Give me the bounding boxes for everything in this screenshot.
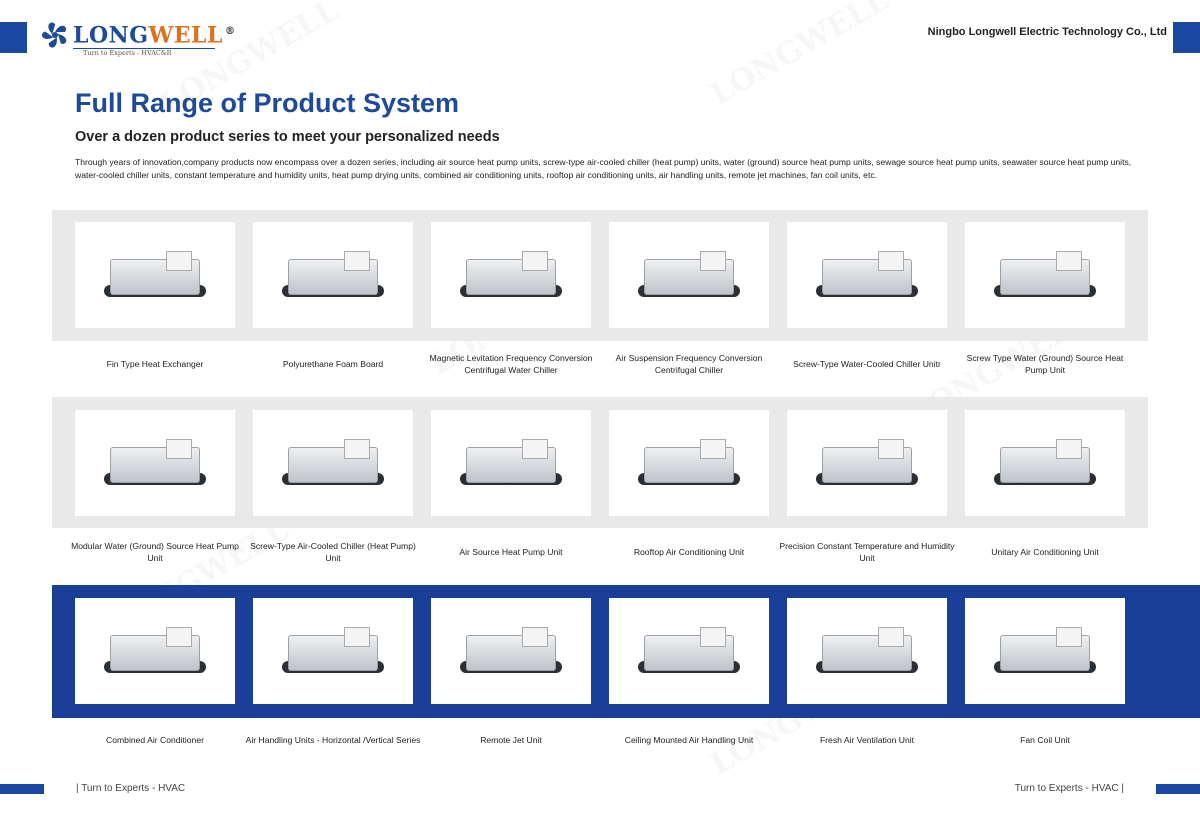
product-image <box>253 410 413 516</box>
product-image <box>75 598 235 704</box>
product-image <box>431 410 591 516</box>
product-illustration <box>278 433 388 493</box>
product-illustration <box>100 621 210 681</box>
product-label: Fin Type Heat Exchanger <box>106 359 204 369</box>
page-subtitle: Over a dozen product series to meet your… <box>75 129 500 145</box>
product-image <box>609 222 769 328</box>
product-image <box>965 222 1125 328</box>
product-image <box>75 410 235 516</box>
product-illustration <box>990 245 1100 305</box>
product-image <box>431 222 591 328</box>
product-illustration <box>456 621 566 681</box>
intro-paragraph: Through years of innovation,company prod… <box>75 157 1132 180</box>
product-label: Screw Type Water (Ground) Source Heat Pu… <box>966 353 1124 375</box>
product-image <box>787 222 947 328</box>
logo-tagline: Turn to Experts - HVAC&R <box>73 48 215 57</box>
product-illustration <box>990 433 1100 493</box>
product-label: Fresh Air Ventilation Unit <box>819 735 915 745</box>
fan-logo-icon <box>42 22 67 48</box>
footer-left: | Turn to Experts - HVAC <box>76 783 186 794</box>
corner-accent-left <box>0 22 27 53</box>
product-illustration <box>634 245 744 305</box>
logo: LONGWELL® Turn to Experts - HVAC&R <box>40 20 235 57</box>
product-image <box>609 410 769 516</box>
product-label: Unitary Air Conditioning Unit <box>991 547 1099 557</box>
product-illustration <box>456 245 566 305</box>
product-image <box>965 598 1125 704</box>
corner-accent-right <box>1173 22 1200 53</box>
product-label: Remote Jet Unit <box>480 735 542 745</box>
product-label: Fan Coil Unit <box>1020 735 1070 745</box>
watermark: LONGWELL <box>705 0 895 112</box>
logo-text: WELL <box>148 22 223 49</box>
product-image <box>253 222 413 328</box>
product-image <box>75 222 235 328</box>
product-illustration <box>100 433 210 493</box>
registered-mark: ® <box>224 26 236 37</box>
product-illustration <box>812 621 922 681</box>
product-label: Air Handling Units - Horizontal /Vertica… <box>245 735 421 745</box>
product-image <box>253 598 413 704</box>
product-image <box>787 410 947 516</box>
product-label: Polyurethane Foam Board <box>282 359 384 369</box>
product-image <box>609 598 769 704</box>
product-label: Air Suspension Frequency Conversion Cent… <box>615 353 763 375</box>
product-image <box>787 598 947 704</box>
product-image <box>965 410 1125 516</box>
product-illustration <box>990 621 1100 681</box>
product-label: Precision Constant Temperature and Humid… <box>779 541 955 563</box>
product-label: Modular Water (Ground) Source Heat Pump … <box>71 541 239 563</box>
footer-accent-left <box>0 784 44 794</box>
footer-right: Turn to Experts - HVAC | <box>1014 783 1124 794</box>
product-label: Screw-Type Air-Cooled Chiller (Heat Pump… <box>250 541 416 563</box>
product-illustration <box>812 245 922 305</box>
product-illustration <box>456 433 566 493</box>
product-illustration <box>812 433 922 493</box>
product-label: Screw-Type Water-Cooled Chiller Unitr <box>793 359 941 369</box>
product-label: Ceiling Mounted Air Handling Unit <box>624 735 754 745</box>
product-illustration <box>634 433 744 493</box>
company-name: Ningbo Longwell Electric Technology Co.,… <box>927 26 1167 38</box>
product-label: Magnetic Levitation Frequency Conversion… <box>429 353 593 375</box>
page-title: Full Range of Product System <box>75 88 460 118</box>
product-illustration <box>100 245 210 305</box>
logo-text: LONG <box>73 22 149 49</box>
product-illustration <box>634 621 744 681</box>
product-label: Air Source Heat Pump Unit <box>459 547 563 557</box>
product-illustration <box>278 245 388 305</box>
product-illustration <box>278 621 388 681</box>
footer-accent-right <box>1156 784 1200 794</box>
product-image <box>431 598 591 704</box>
product-label: Rooftop Air Conditioning Unit <box>633 547 745 557</box>
product-label: Combined Air Conditioner <box>106 735 204 745</box>
